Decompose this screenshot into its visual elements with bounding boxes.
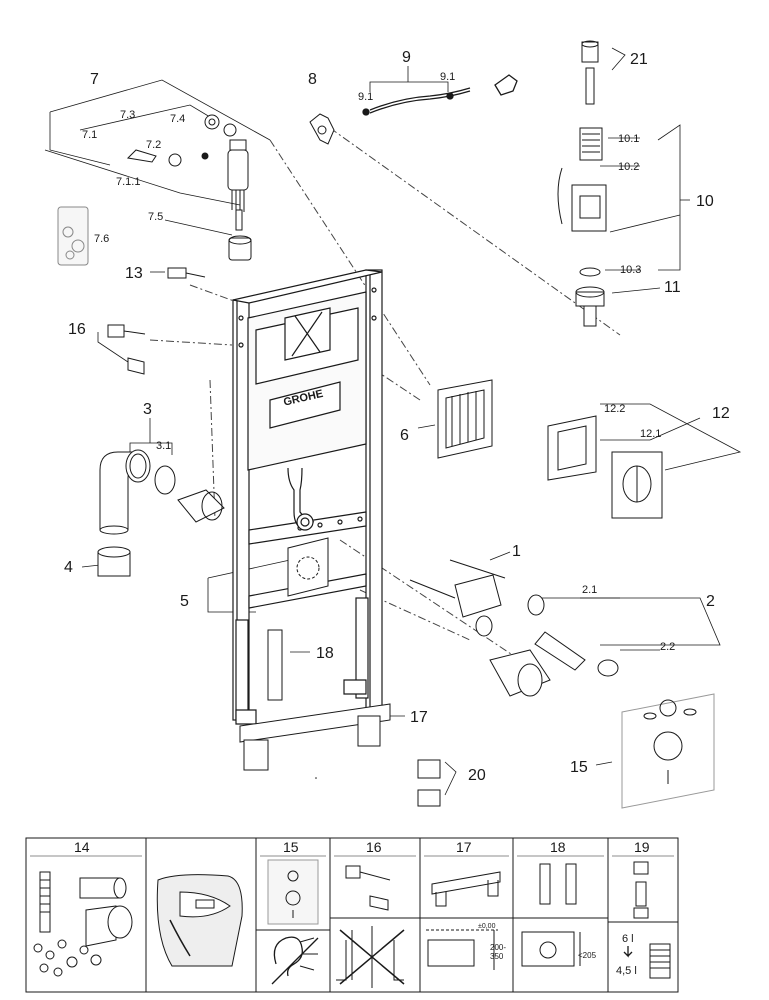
fill-valve-assembly	[126, 114, 252, 261]
dim-zero-label: ±0,00	[478, 923, 496, 930]
stray-dot	[315, 777, 317, 779]
table-cell-18-dims: <205	[521, 931, 597, 967]
inspection-box	[437, 379, 493, 459]
table-cell-15-mat	[267, 859, 319, 925]
table-cell-17-dims: ±0,00 200- 350	[426, 923, 508, 970]
callout-2: 2	[706, 593, 715, 610]
callout-13: 13	[125, 265, 143, 282]
table-cell-16-forbidden	[336, 926, 405, 988]
dim-200-350-line2: 350	[490, 952, 504, 961]
dim-205-label: <205	[578, 951, 597, 960]
dim-200-350-label: 200- 350	[490, 943, 508, 961]
callout-2-2: 2.2	[660, 641, 675, 653]
wall-brackets	[267, 629, 283, 701]
angle-valve	[309, 113, 335, 145]
callout-20: 20	[468, 767, 486, 784]
callout-21: 21	[630, 51, 648, 68]
small-parts-bag	[57, 206, 89, 266]
callout-10-1: 10.1	[618, 133, 639, 145]
callout-8: 8	[308, 71, 317, 88]
callout-2-1: 2.1	[582, 584, 597, 596]
flush-valve-parts	[557, 40, 607, 327]
mounting-clips	[417, 759, 441, 807]
callout-6: 6	[400, 427, 409, 444]
callout-12: 12	[712, 405, 730, 422]
callout-9-1-left: 9.1	[358, 91, 373, 103]
table-header-14: 14	[74, 839, 90, 855]
callout-7-1-1: 7.1.1	[116, 176, 140, 188]
callout-11: 11	[664, 279, 681, 296]
callout-7-1: 7.1	[82, 129, 97, 141]
table-cell-19-volume: 6 l 4,5 l	[616, 933, 671, 979]
callout-leaders	[44, 47, 742, 796]
table-cell-17-feet	[431, 871, 501, 907]
volume-45-label: 4,5 l	[616, 965, 637, 977]
callout-labels: 7 7.3 7.4 7.1 7.2 7.1.1 7.5 7.6 8 9 9.1 …	[64, 49, 730, 784]
callout-10-2: 10.2	[618, 161, 639, 173]
callout-1: 1	[512, 543, 521, 560]
cistern-tank	[247, 291, 367, 531]
connection-pipes	[409, 559, 619, 697]
support-feet	[239, 703, 391, 771]
callout-10: 10	[696, 193, 714, 210]
table-header-16: 16	[366, 839, 382, 855]
sound-insulation-mat	[621, 693, 715, 809]
table-cell-15-sound	[271, 936, 319, 985]
callout-7-3: 7.3	[120, 109, 135, 121]
assembly-dashed-lines	[149, 127, 621, 661]
callout-12-2: 12.2	[604, 403, 625, 415]
callout-17: 17	[410, 709, 428, 726]
callout-4: 4	[64, 559, 73, 576]
callout-10-3: 10.3	[620, 264, 641, 276]
callout-5: 5	[180, 593, 189, 610]
volume-6-label: 6 l	[622, 933, 634, 945]
table-cell-14-parts	[33, 871, 133, 977]
callout-9-1-right: 9.1	[440, 71, 455, 83]
callout-3-1: 3.1	[156, 440, 171, 452]
dim-200-350-line1: 200-	[490, 943, 506, 952]
callout-9: 9	[402, 49, 411, 66]
callout-7-4: 7.4	[170, 113, 185, 125]
callout-18: 18	[316, 645, 334, 662]
callout-12-1: 12.1	[640, 428, 661, 440]
flush-opening-plate	[287, 537, 329, 597]
actuator-plate	[547, 415, 663, 519]
callout-7-2: 7.2	[146, 139, 161, 151]
table-cell-16-anchor	[345, 865, 391, 911]
table-cell-toilet-photo	[156, 874, 243, 967]
installation-frame	[232, 269, 383, 725]
table-header-17: 17	[456, 839, 472, 855]
wc-pipe-bend	[97, 449, 225, 577]
callout-15: 15	[570, 759, 588, 776]
callout-7-5: 7.5	[148, 211, 163, 223]
table-header-18: 18	[550, 839, 566, 855]
table-header-19: 19	[634, 839, 650, 855]
callout-3: 3	[143, 401, 152, 418]
callout-7-6: 7.6	[94, 233, 109, 245]
table-header-15: 15	[283, 839, 299, 855]
callout-16: 16	[68, 321, 86, 338]
table-cell-19-valve	[633, 861, 649, 919]
anchor-bolts	[107, 267, 206, 375]
table-headers: 14 15 16 17 18 19	[74, 839, 650, 855]
table-cell-18-brackets	[539, 863, 577, 905]
connection-hose	[362, 74, 518, 116]
callout-7: 7	[90, 71, 99, 88]
